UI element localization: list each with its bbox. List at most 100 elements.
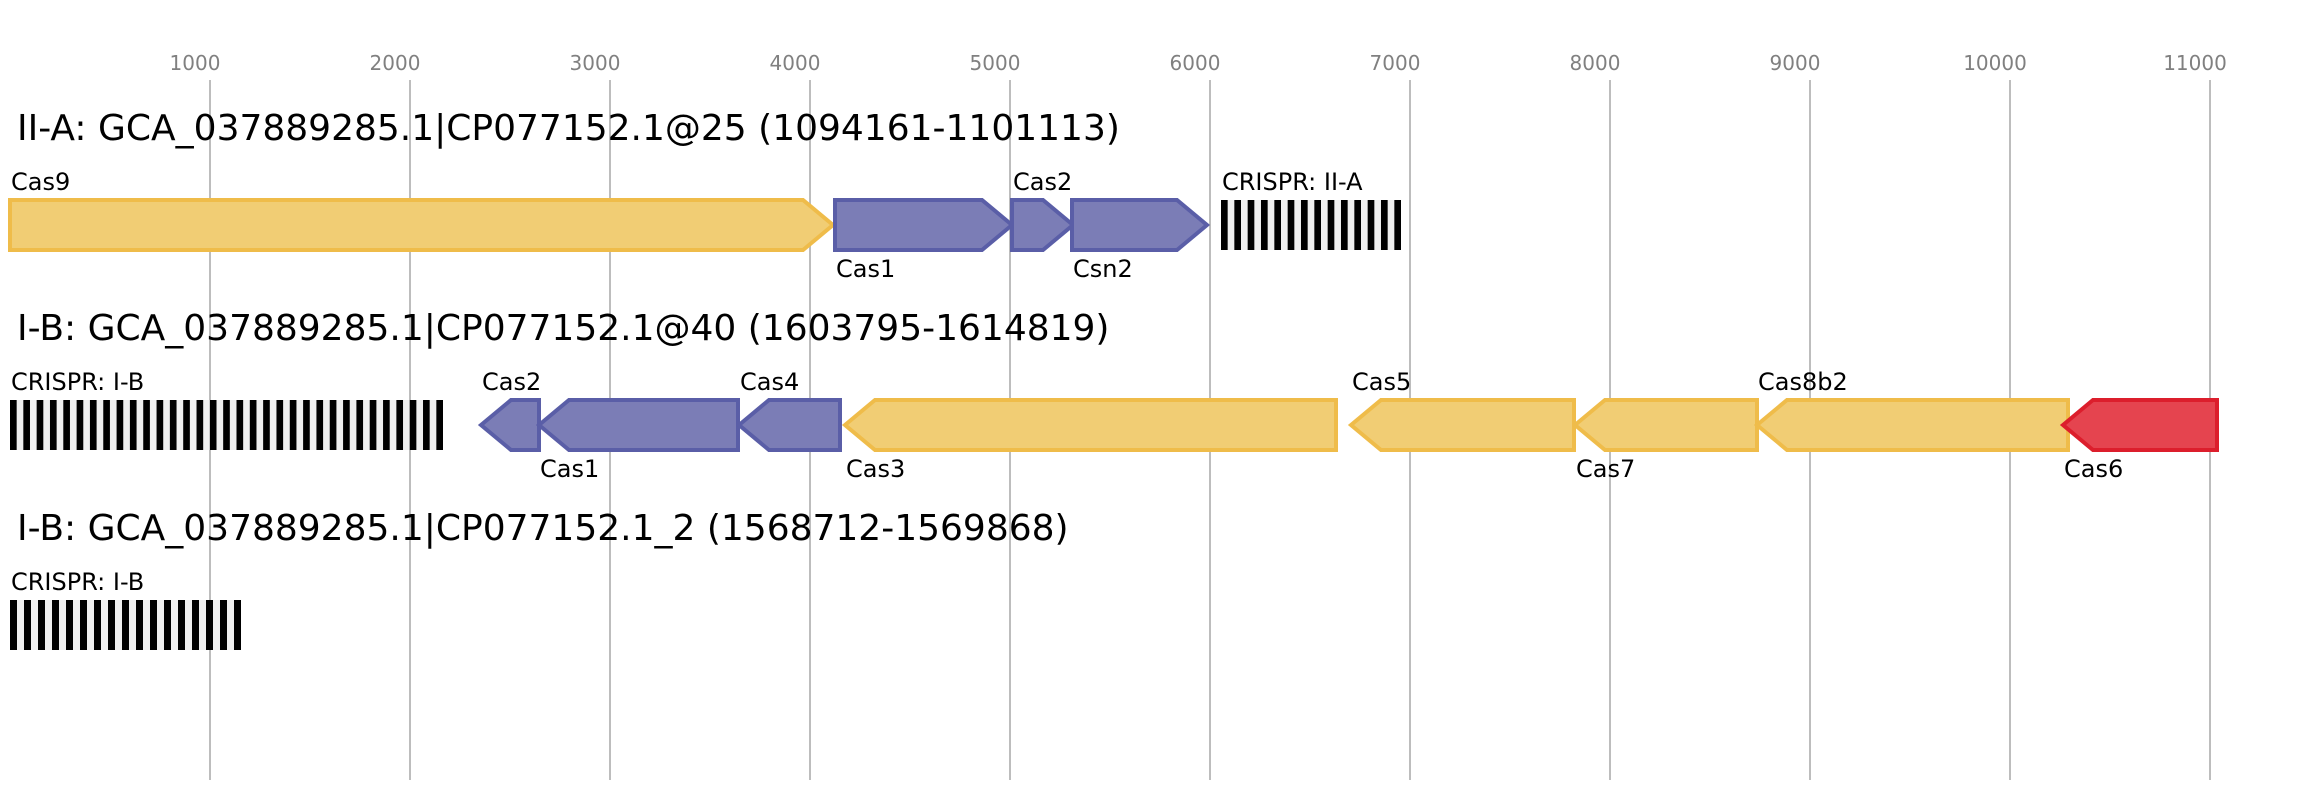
- crispr-repeat: [1274, 200, 1281, 250]
- gene-arrow: [1070, 198, 1211, 252]
- gene-label: Cas1: [836, 255, 895, 283]
- gene-cas7[interactable]: Cas7: [1571, 398, 1759, 483]
- tick-label: 1000: [170, 51, 221, 75]
- crispr-repeat: [409, 400, 417, 450]
- crispr-repeat: [178, 600, 185, 650]
- gene-label: Cas7: [1576, 455, 1635, 483]
- crispr-repeat: [156, 400, 164, 450]
- crispr-repeat: [1394, 200, 1401, 250]
- crispr-repeat: [436, 400, 443, 450]
- gene-cas8b2[interactable]: Cas8b2: [1753, 368, 2070, 452]
- crispr-repeat: [289, 400, 297, 450]
- tick-label: 4000: [770, 51, 821, 75]
- crispr-repeat: [276, 400, 284, 450]
- gene-cas6[interactable]: Cas6: [2059, 398, 2219, 483]
- crispr-repeat: [423, 400, 430, 450]
- gene-arrow: [735, 398, 842, 452]
- crispr-repeat: [143, 400, 150, 450]
- crispr-repeat: [369, 400, 377, 450]
- crispr-repeat: [36, 400, 44, 450]
- locus-title: I-B: GCA_037889285.1|CP077152.1_2 (15687…: [17, 508, 1069, 549]
- locus-row: I-B: GCA_037889285.1|CP077152.1@40 (1603…: [10, 308, 2219, 483]
- gene-label: Cas9: [11, 168, 70, 196]
- crispr-repeat: [108, 600, 115, 650]
- locus-row: II-A: GCA_037889285.1|CP077152.1@25 (109…: [8, 108, 1401, 283]
- crispr-repeat: [89, 400, 97, 450]
- gene-label: Cas8b2: [1758, 368, 1848, 396]
- locus-title: I-B: GCA_037889285.1|CP077152.1@40 (1603…: [17, 308, 1109, 349]
- crispr-repeat: [1261, 200, 1268, 250]
- crispr-repeat: [103, 400, 110, 450]
- gene-arrow: [1010, 198, 1077, 252]
- crispr-repeat: [196, 400, 204, 450]
- crispr-repeat: [169, 400, 177, 450]
- crispr-repeat: [136, 600, 143, 650]
- crispr-repeat: [209, 400, 217, 450]
- crispr-array[interactable]: CRISPR: I-B: [10, 368, 443, 450]
- tick-label: 8000: [1570, 51, 1621, 75]
- crispr-repeat: [76, 400, 84, 450]
- gene-cas2[interactable]: Cas2: [477, 368, 541, 452]
- crispr-array[interactable]: CRISPR: I-B: [10, 568, 241, 650]
- crispr-repeat: [192, 600, 199, 650]
- crispr-label: CRISPR: I-B: [11, 368, 144, 396]
- gene-arrow: [833, 198, 1016, 252]
- crispr-repeat: [183, 400, 190, 450]
- gene-label: Cas2: [482, 368, 541, 396]
- crispr-repeat: [1301, 200, 1308, 250]
- tick-label: 3000: [570, 51, 621, 75]
- locus-title: II-A: GCA_037889285.1|CP077152.1@25 (109…: [17, 108, 1120, 149]
- gene-arrow: [8, 198, 837, 252]
- gene-cas4[interactable]: Cas4: [735, 368, 842, 452]
- crispr-repeat: [343, 400, 350, 450]
- gene-cas5[interactable]: Cas5: [1347, 368, 1576, 452]
- crispr-repeat: [329, 400, 337, 450]
- gene-label: Cas5: [1352, 368, 1411, 396]
- crispr-repeat: [66, 600, 73, 650]
- crispr-repeat: [94, 600, 101, 650]
- gene-csn2[interactable]: Csn2: [1070, 198, 1211, 283]
- crispr-repeat: [49, 400, 57, 450]
- crispr-repeat: [1221, 200, 1228, 250]
- crispr-repeat: [164, 600, 171, 650]
- crispr-repeat: [249, 400, 257, 450]
- gene-label: Cas1: [540, 455, 599, 483]
- crispr-repeat: [23, 400, 30, 450]
- crispr-repeat: [116, 400, 124, 450]
- tick-label: 10000: [1963, 51, 2027, 75]
- crispr-repeat: [356, 400, 364, 450]
- crispr-repeat: [1354, 200, 1361, 250]
- crispr-repeat: [1381, 200, 1388, 250]
- tick-label: 7000: [1370, 51, 1421, 75]
- gene-cas1[interactable]: Cas1: [535, 398, 740, 483]
- crispr-repeat: [220, 600, 227, 650]
- locus-rows: II-A: GCA_037889285.1|CP077152.1@25 (109…: [8, 108, 2219, 650]
- crispr-repeat: [129, 400, 137, 450]
- crispr-repeat: [263, 400, 270, 450]
- gene-arrow: [2059, 398, 2219, 452]
- crispr-repeat: [10, 600, 17, 650]
- locus-row: I-B: GCA_037889285.1|CP077152.1_2 (15687…: [10, 508, 1069, 650]
- tick-label: 5000: [970, 51, 1021, 75]
- crispr-repeat: [10, 400, 17, 450]
- crispr-repeat: [1234, 200, 1241, 250]
- gene-cas9[interactable]: Cas9: [8, 168, 837, 252]
- gene-label: Csn2: [1073, 255, 1133, 283]
- gene-cas3[interactable]: Cas3: [841, 398, 1338, 483]
- gene-arrow: [1571, 398, 1759, 452]
- crispr-repeat: [1341, 200, 1348, 250]
- crispr-repeat: [38, 600, 45, 650]
- gene-cas1[interactable]: Cas1: [833, 198, 1016, 283]
- crispr-repeat: [150, 600, 157, 650]
- crispr-repeat: [303, 400, 310, 450]
- gene-cas2[interactable]: Cas2: [1010, 168, 1077, 252]
- crispr-array[interactable]: CRISPR: II-A: [1221, 168, 1401, 250]
- gene-label: Cas2: [1013, 168, 1072, 196]
- gene-arrow: [1753, 398, 2070, 452]
- crispr-repeat: [206, 600, 213, 650]
- crispr-repeat: [1327, 200, 1335, 250]
- crispr-repeat: [1287, 200, 1295, 250]
- tick-label: 2000: [370, 51, 421, 75]
- tick-label: 11000: [2163, 51, 2227, 75]
